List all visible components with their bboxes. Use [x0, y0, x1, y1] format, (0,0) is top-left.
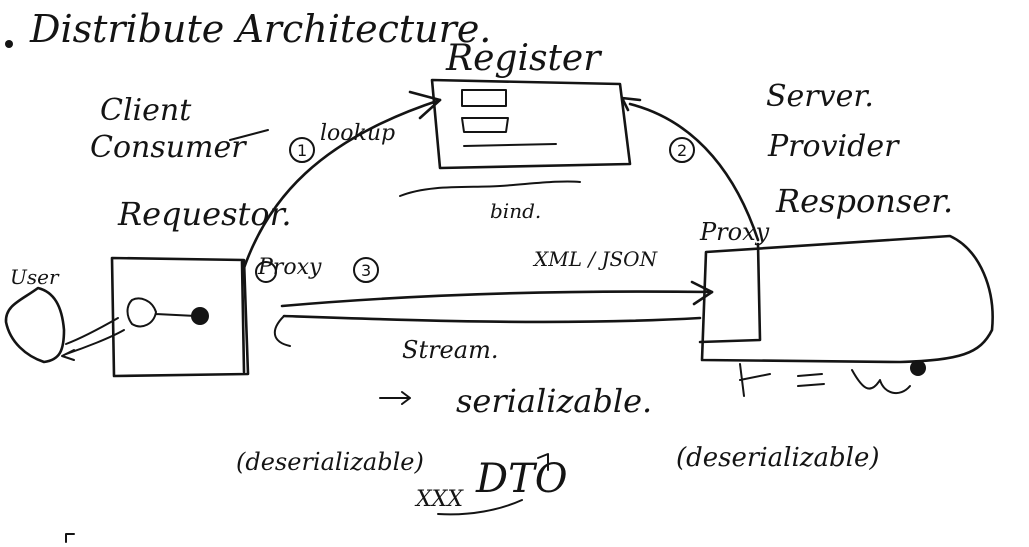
proxy-left-marker: [255, 261, 277, 283]
bind-note-scribble: [399, 180, 581, 197]
consumer-underline: [229, 129, 269, 141]
proxy-right-label: Proxy: [699, 218, 770, 246]
provider-label: Provider: [767, 129, 900, 164]
return-hook: [274, 315, 291, 347]
client-box: [110, 256, 250, 378]
protocol-label: XML / JSON: [532, 247, 659, 271]
server-box: [700, 234, 994, 364]
dto-underline: [437, 499, 523, 516]
client-box-divider: [240, 260, 246, 374]
client-label: Client: [100, 93, 192, 128]
proxy-left-label: Proxy: [257, 255, 322, 280]
dto-label: DTO: [475, 456, 568, 502]
user-label: User: [10, 265, 60, 289]
call-arrowhead-top: [690, 280, 714, 306]
server-equation: [739, 363, 911, 397]
title-text: Distribute Architecture.: [29, 7, 491, 51]
deserializable-left-label: (deserializable): [236, 448, 424, 476]
server-scribble: [910, 360, 926, 376]
corner-mark: [65, 533, 75, 543]
register-box: [430, 78, 632, 170]
dto-bracket: [537, 453, 549, 471]
consumer-label: Consumer: [90, 130, 247, 165]
server-label: Server.: [766, 79, 874, 114]
call-circle-number: [353, 257, 379, 283]
call-arrow-top: [280, 290, 714, 308]
register-arc: [628, 102, 760, 242]
register-label: Register: [445, 38, 602, 79]
return-arrow-bottom: [282, 314, 702, 324]
lookup-circle-number: [289, 137, 315, 163]
bind-label: bind.: [490, 199, 541, 223]
lookup-label: lookup: [320, 121, 395, 146]
requestor-label: Requestor.: [117, 195, 292, 233]
register-entries: [461, 89, 557, 147]
register-circle-label: 2: [677, 141, 687, 160]
xxx-label: XXX: [414, 487, 464, 512]
register-circle-number: [669, 137, 695, 163]
client-scribble: [191, 307, 209, 325]
server-box-divider: [698, 242, 762, 344]
call-circle-label: 3: [361, 261, 371, 280]
stream-label: Stream.: [402, 336, 498, 364]
deserializable-right-label: (deserializable): [676, 443, 879, 473]
client-component-shape: [126, 297, 197, 328]
user-shape: [4, 286, 66, 364]
lookup-arrowhead: [408, 90, 442, 120]
register-arrowhead: [620, 96, 642, 112]
responser-label: Responser.: [775, 182, 953, 220]
serializable-label: serializable.: [456, 382, 652, 420]
lookup-circle-label: 1: [297, 141, 307, 160]
object-arrow: [379, 391, 411, 405]
title-bullet: [5, 40, 13, 48]
lookup-arc: [242, 98, 442, 270]
